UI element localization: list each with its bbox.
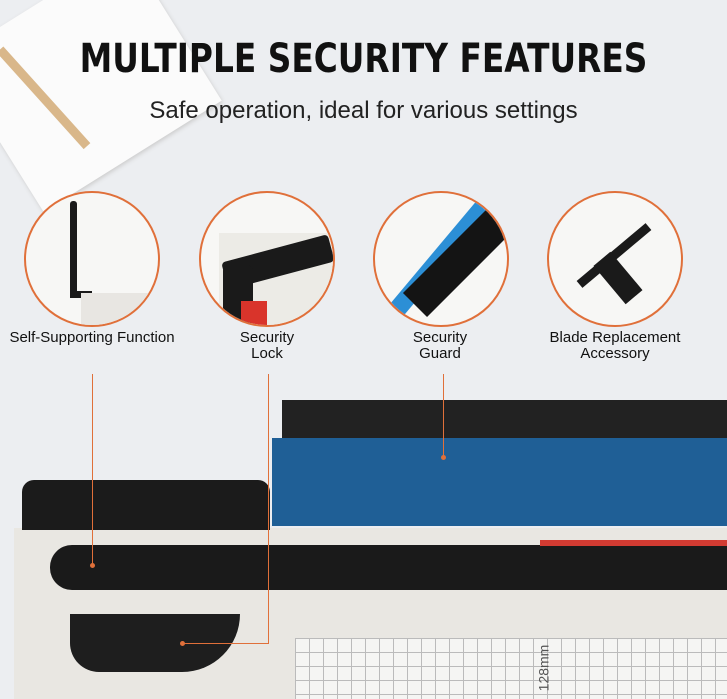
callout-dot [180, 641, 185, 646]
feature-label: Security Guard [412, 329, 468, 362]
blue-security-guard [272, 438, 727, 526]
callout-line [268, 374, 269, 644]
red-label-strip [540, 540, 727, 546]
feature-label: Security Lock [239, 329, 295, 362]
feature-circle-self-supporting [24, 191, 160, 327]
callout-line [182, 643, 268, 644]
ruler-text: 128mm [535, 644, 552, 692]
blue-guard-back [282, 400, 727, 440]
black-housing [22, 480, 270, 530]
support-rod-icon [70, 201, 77, 296]
cutting-arm [50, 545, 727, 590]
callout-line [443, 374, 444, 456]
measuring-grid [295, 638, 727, 699]
feature-label: Self-Supporting Function [9, 329, 175, 346]
feature-circle-security-lock [199, 191, 335, 327]
callout-dot [441, 455, 446, 460]
feature-circle-security-guard [373, 191, 509, 327]
feature-circle-blade-accessory [547, 191, 683, 327]
page-subtitle: Safe operation, ideal for various settin… [149, 97, 578, 124]
page-title: MULTIPLE SECURITY FEATURES [79, 36, 648, 82]
callout-line [92, 374, 93, 566]
feature-label: Blade Replacement Accessory [549, 329, 681, 362]
callout-dot [90, 563, 95, 568]
